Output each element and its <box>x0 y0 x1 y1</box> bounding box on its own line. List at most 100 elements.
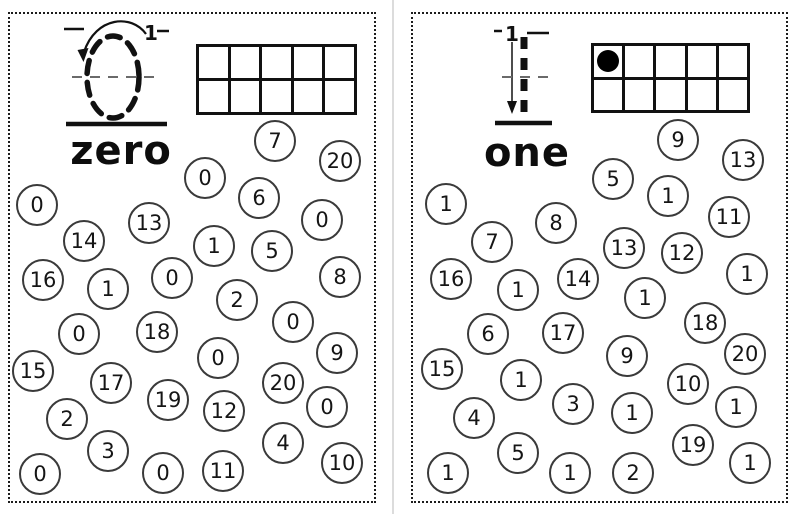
number-circle[interactable]: 13 <box>722 139 764 181</box>
number-circle[interactable]: 14 <box>557 258 599 300</box>
ten-frame-cell <box>230 81 260 112</box>
ten-frame-cell <box>262 47 291 78</box>
number-circle[interactable]: 2 <box>216 279 258 321</box>
ten-frame-cell <box>625 46 654 77</box>
number-circle[interactable]: 1 <box>500 359 542 401</box>
number-circle[interactable]: 1 <box>726 253 768 295</box>
ten-frame-cell <box>656 79 685 110</box>
number-circle[interactable]: 3 <box>87 430 129 472</box>
number-word: one <box>483 130 571 176</box>
number-circle[interactable]: 0 <box>142 452 184 494</box>
page-cut-line <box>392 0 394 514</box>
number-circle[interactable]: 16 <box>430 258 472 300</box>
number-circle[interactable]: 0 <box>16 184 58 226</box>
number-circle[interactable]: 4 <box>262 422 304 464</box>
number-circle[interactable]: 9 <box>606 335 648 377</box>
number-circle[interactable]: 11 <box>708 196 750 238</box>
dashed-zero-glyph <box>84 33 142 121</box>
ten-frame-cell <box>199 81 228 112</box>
number-circle[interactable]: 1 <box>715 386 757 428</box>
ten-frame <box>591 43 750 113</box>
number-circle[interactable]: 13 <box>603 227 645 269</box>
zero-trace-guide: 1 <box>64 20 169 127</box>
number-circle[interactable]: 1 <box>729 442 771 484</box>
number-circle[interactable]: 5 <box>251 230 293 272</box>
number-circle[interactable]: 5 <box>497 432 539 474</box>
number-circle[interactable]: 10 <box>667 363 709 405</box>
ten-frame-cell <box>293 47 323 78</box>
number-circle[interactable]: 10 <box>321 442 363 484</box>
ten-frame-cell <box>656 46 685 77</box>
ten-frame-cell <box>293 81 323 112</box>
number-circle[interactable]: 12 <box>661 232 703 274</box>
number-circle[interactable]: 6 <box>238 177 280 219</box>
number-circle[interactable]: 1 <box>647 175 689 217</box>
number-circle[interactable]: 1 <box>425 183 467 225</box>
number-circle[interactable]: 0 <box>58 313 100 355</box>
number-circle[interactable]: 17 <box>90 362 132 404</box>
number-circle[interactable]: 8 <box>319 256 361 298</box>
number-circle[interactable]: 1 <box>87 268 129 310</box>
number-circle[interactable]: 0 <box>19 453 61 495</box>
ten-frame-cell <box>594 79 623 110</box>
number-circle[interactable]: 4 <box>453 397 495 439</box>
ten-frame-cell <box>718 46 747 77</box>
number-circle[interactable]: 7 <box>254 120 296 162</box>
counter-dot <box>597 50 620 73</box>
stroke-number-label: 1 <box>505 22 519 46</box>
number-circle[interactable]: 1 <box>624 277 666 319</box>
number-circle[interactable]: 7 <box>471 221 513 263</box>
ten-frame-cell <box>325 47 354 78</box>
ten-frame <box>196 44 357 115</box>
ten-frame-cell <box>718 79 747 110</box>
number-circle[interactable]: 5 <box>592 158 634 200</box>
number-word: zero <box>70 128 172 174</box>
number-circle[interactable]: 19 <box>147 379 189 421</box>
number-circle[interactable]: 1 <box>427 452 469 494</box>
one-trace-guide: 1 <box>494 22 552 126</box>
number-circle[interactable]: 8 <box>535 202 577 244</box>
number-circle[interactable]: 0 <box>197 337 239 379</box>
number-circle[interactable]: 0 <box>301 199 343 241</box>
ten-frame-cell <box>325 81 354 112</box>
number-circle[interactable]: 1 <box>497 269 539 311</box>
ten-frame-cell <box>230 47 260 78</box>
number-circle[interactable]: 9 <box>316 332 358 374</box>
number-circle[interactable]: 11 <box>202 450 244 492</box>
number-circle[interactable]: 19 <box>672 424 714 466</box>
number-circle[interactable]: 1 <box>611 392 653 434</box>
ten-frame-cell <box>262 81 291 112</box>
number-circle[interactable]: 17 <box>542 312 584 354</box>
number-circle[interactable]: 0 <box>306 386 348 428</box>
number-circle[interactable]: 20 <box>724 333 766 375</box>
number-circle[interactable]: 20 <box>262 362 304 404</box>
number-circle[interactable]: 9 <box>657 119 699 161</box>
ten-frame-cell <box>199 47 228 78</box>
number-circle[interactable]: 18 <box>684 302 726 344</box>
stroke-number-label: 1 <box>144 21 158 45</box>
stroke-direction-arrow <box>82 20 147 53</box>
number-circle[interactable]: 20 <box>319 140 361 182</box>
number-circle[interactable]: 3 <box>552 383 594 425</box>
number-circle[interactable]: 0 <box>151 257 193 299</box>
stroke-arrowhead <box>77 48 89 62</box>
number-circle[interactable]: 6 <box>467 313 509 355</box>
stroke-arrowhead <box>507 101 517 114</box>
number-circle[interactable]: 0 <box>272 301 314 343</box>
number-circle[interactable]: 2 <box>612 452 654 494</box>
number-circle[interactable]: 15 <box>12 350 54 392</box>
number-circle[interactable]: 14 <box>63 220 105 262</box>
number-circle[interactable]: 16 <box>22 259 64 301</box>
number-circle[interactable]: 13 <box>128 202 170 244</box>
ten-frame-cell <box>594 46 623 77</box>
number-circle[interactable]: 18 <box>136 311 178 353</box>
number-circle[interactable]: 2 <box>46 398 88 440</box>
ten-frame-cell <box>625 79 654 110</box>
number-circle[interactable]: 1 <box>549 452 591 494</box>
number-circle[interactable]: 0 <box>184 157 226 199</box>
number-circle[interactable]: 1 <box>193 225 235 267</box>
number-circle[interactable]: 15 <box>421 348 463 390</box>
ten-frame-cell <box>687 79 716 110</box>
number-circle[interactable]: 12 <box>203 390 245 432</box>
